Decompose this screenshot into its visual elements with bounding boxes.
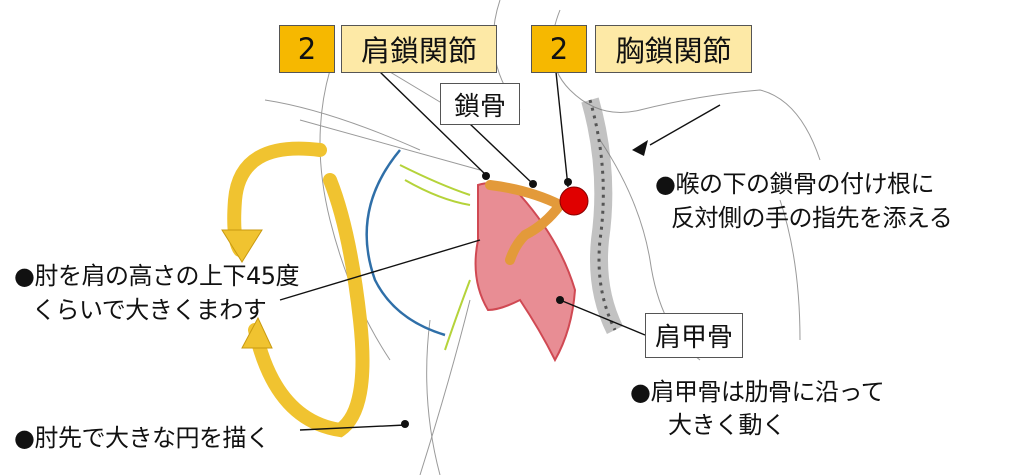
- ac-joint-number-badge: 2: [279, 25, 335, 73]
- rotation-arc: [365, 149, 446, 337]
- pointer-arrow-icon: [632, 140, 648, 156]
- circle-note: ●肘先で大きな円を描く: [14, 424, 270, 452]
- ac-joint-label: 肩鎖関節: [341, 25, 497, 73]
- sternoclavicular-marker: [559, 186, 589, 216]
- throat-note-line1: ●喉の下の鎖骨の付け根に: [655, 170, 934, 198]
- sc-joint-label: 胸鎖関節: [595, 25, 752, 73]
- throat-note-line2: 反対側の手の指先を添える: [671, 204, 953, 232]
- leader-dots: [401, 172, 572, 428]
- scapula-note-line2: 大きく動く: [668, 411, 786, 439]
- humerus-sketch: [399, 164, 471, 351]
- scapula-note-line1: ●肩甲骨は肋骨に沿って: [630, 378, 885, 406]
- clavicle-bone: [485, 180, 568, 265]
- spine: [581, 97, 624, 335]
- clavicle-label: 鎖骨: [440, 83, 520, 125]
- elbow-note-line2: くらいで大きくまわす: [32, 296, 267, 324]
- sc-joint-number-badge: 2: [531, 25, 587, 73]
- elbow-note-line1: ●肘を肩の高さの上下45度: [14, 262, 299, 290]
- leader-lines: [279, 71, 721, 431]
- scapula-label: 肩甲骨: [645, 313, 743, 358]
- arrow-head-lower: [241, 316, 273, 349]
- arrow-head-upper: [221, 229, 263, 263]
- scapula-bone: [474, 182, 577, 363]
